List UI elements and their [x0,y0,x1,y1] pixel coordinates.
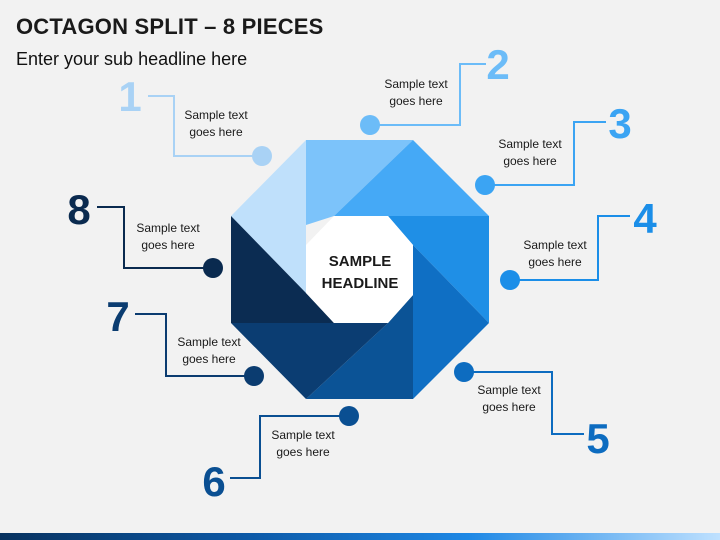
callout-1: 1 Sample text goes here [118,73,272,166]
callout-number-4: 4 [633,195,657,242]
octagon-piece-4 [388,216,489,323]
callout-dot-4 [500,270,520,290]
slide-subtitle: Enter your sub headline here [16,49,248,69]
callout-7: 7 Sample text goes here [106,293,264,386]
callout-text-5-line2: goes here [482,400,536,414]
callout-number-6: 6 [202,458,225,505]
callout-6: 6 Sample text goes here [202,406,359,505]
callout-number-8: 8 [67,186,90,233]
callout-text-7-line1: Sample text [177,335,241,349]
callout-text-1-line2: goes here [189,125,243,139]
callout-text-6-line1: Sample text [271,428,335,442]
callout-dot-7 [244,366,264,386]
center-headline-line1: SAMPLE [329,253,392,270]
callout-4: 4 Sample text goes here [500,195,657,290]
callout-number-5: 5 [586,415,609,462]
octagon-piece-8 [231,216,334,323]
callout-3: 3 Sample text goes here [475,100,632,195]
callout-text-2-line2: goes here [389,94,443,108]
callout-5: 5 Sample text goes here [454,362,610,462]
callout-text-6-line2: goes here [276,445,330,459]
callout-dot-2 [360,115,380,135]
callout-dot-8 [203,258,223,278]
octagon-piece-3 [334,140,489,216]
octagon-piece-1 [231,140,306,293]
slide-title: OCTAGON SPLIT – 8 PIECES [16,14,324,39]
callout-text-4-line2: goes here [528,255,582,269]
callout-text-3-line1: Sample text [498,137,562,151]
octagon-piece-2 [306,140,413,225]
callout-dot-3 [475,175,495,195]
callout-number-2: 2 [486,41,509,88]
octagon-piece-6 [306,295,413,399]
callout-dot-1 [252,146,272,166]
callout-text-3-line2: goes here [503,154,557,168]
callout-text-1-line1: Sample text [184,108,248,122]
callout-text-8-line2: goes here [141,238,195,252]
callout-number-1: 1 [118,73,141,120]
callout-text-5-line1: Sample text [477,383,541,397]
callout-2: 2 Sample text goes here [360,41,510,135]
callout-number-7: 7 [106,293,129,340]
footer-accent-bar [0,533,720,540]
octagon-piece-7 [231,323,388,399]
callout-text-2-line1: Sample text [384,77,448,91]
octagon-piece-5 [413,245,489,399]
callout-text-4-line1: Sample text [523,238,587,252]
callout-number-3: 3 [608,100,631,147]
callout-8: 8 Sample text goes here [67,186,223,278]
callout-dot-6 [339,406,359,426]
callout-dot-5 [454,362,474,382]
center-headline-line2: HEADLINE [322,275,399,292]
center-octagon [306,216,413,323]
callout-text-7-line2: goes here [182,352,236,366]
callout-text-8-line1: Sample text [136,221,200,235]
octagon-pieces [231,140,489,399]
